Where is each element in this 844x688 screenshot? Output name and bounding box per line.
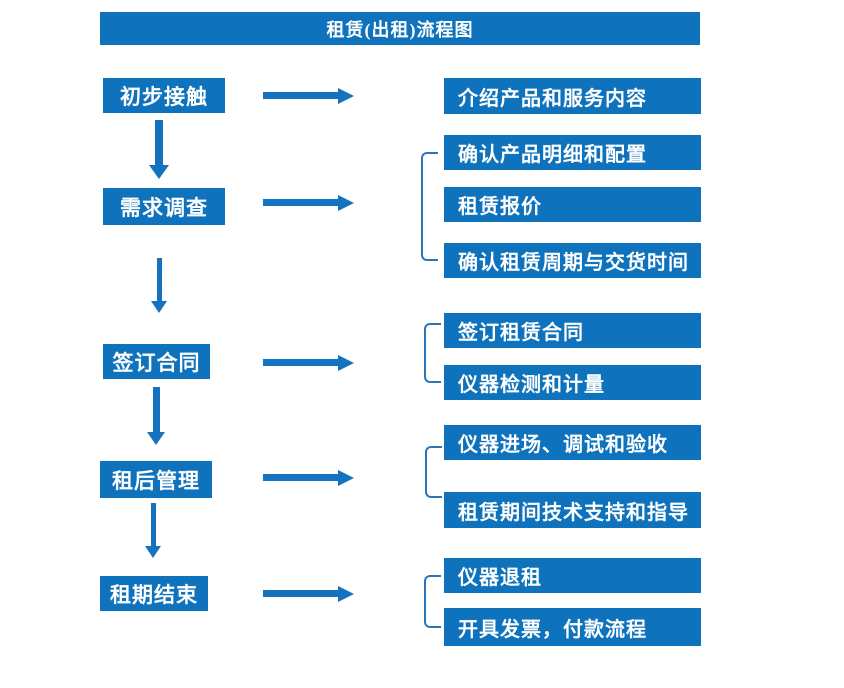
detail-box-tech-support: 租赁期间技术支持和指导 (444, 492, 701, 528)
detail-box-instrument-return: 仪器退租 (444, 558, 701, 593)
step-box-rental-end: 租期结束 (100, 576, 208, 611)
bracket-group-demand-survey (421, 152, 438, 261)
step-box-sign-contract: 签订合同 (103, 344, 210, 379)
bracket-group-post-rental (425, 446, 442, 498)
step-box-initial-contact: 初步接触 (103, 78, 225, 113)
step-box-post-rental-management: 租后管理 (100, 461, 212, 498)
detail-box-instrument-setup-acceptance: 仪器进场、调试和验收 (444, 425, 701, 460)
detail-box-confirm-product-config: 确认产品明细和配置 (444, 135, 701, 170)
detail-box-introduce-products: 介绍产品和服务内容 (444, 78, 701, 114)
detail-box-rental-quote: 租赁报价 (444, 187, 701, 222)
detail-box-sign-rental-contract: 签订租赁合同 (444, 313, 701, 348)
detail-box-instrument-inspection: 仪器检测和计量 (444, 365, 701, 400)
step-box-demand-survey: 需求调查 (103, 188, 225, 225)
flowchart-title: 租赁(出租)流程图 (100, 12, 700, 45)
bracket-group-rental-end (424, 575, 441, 628)
detail-box-invoice-payment: 开具发票，付款流程 (444, 608, 701, 646)
bracket-group-sign-contract (424, 323, 441, 383)
detail-box-confirm-period-delivery: 确认租赁周期与交货时间 (444, 243, 701, 278)
